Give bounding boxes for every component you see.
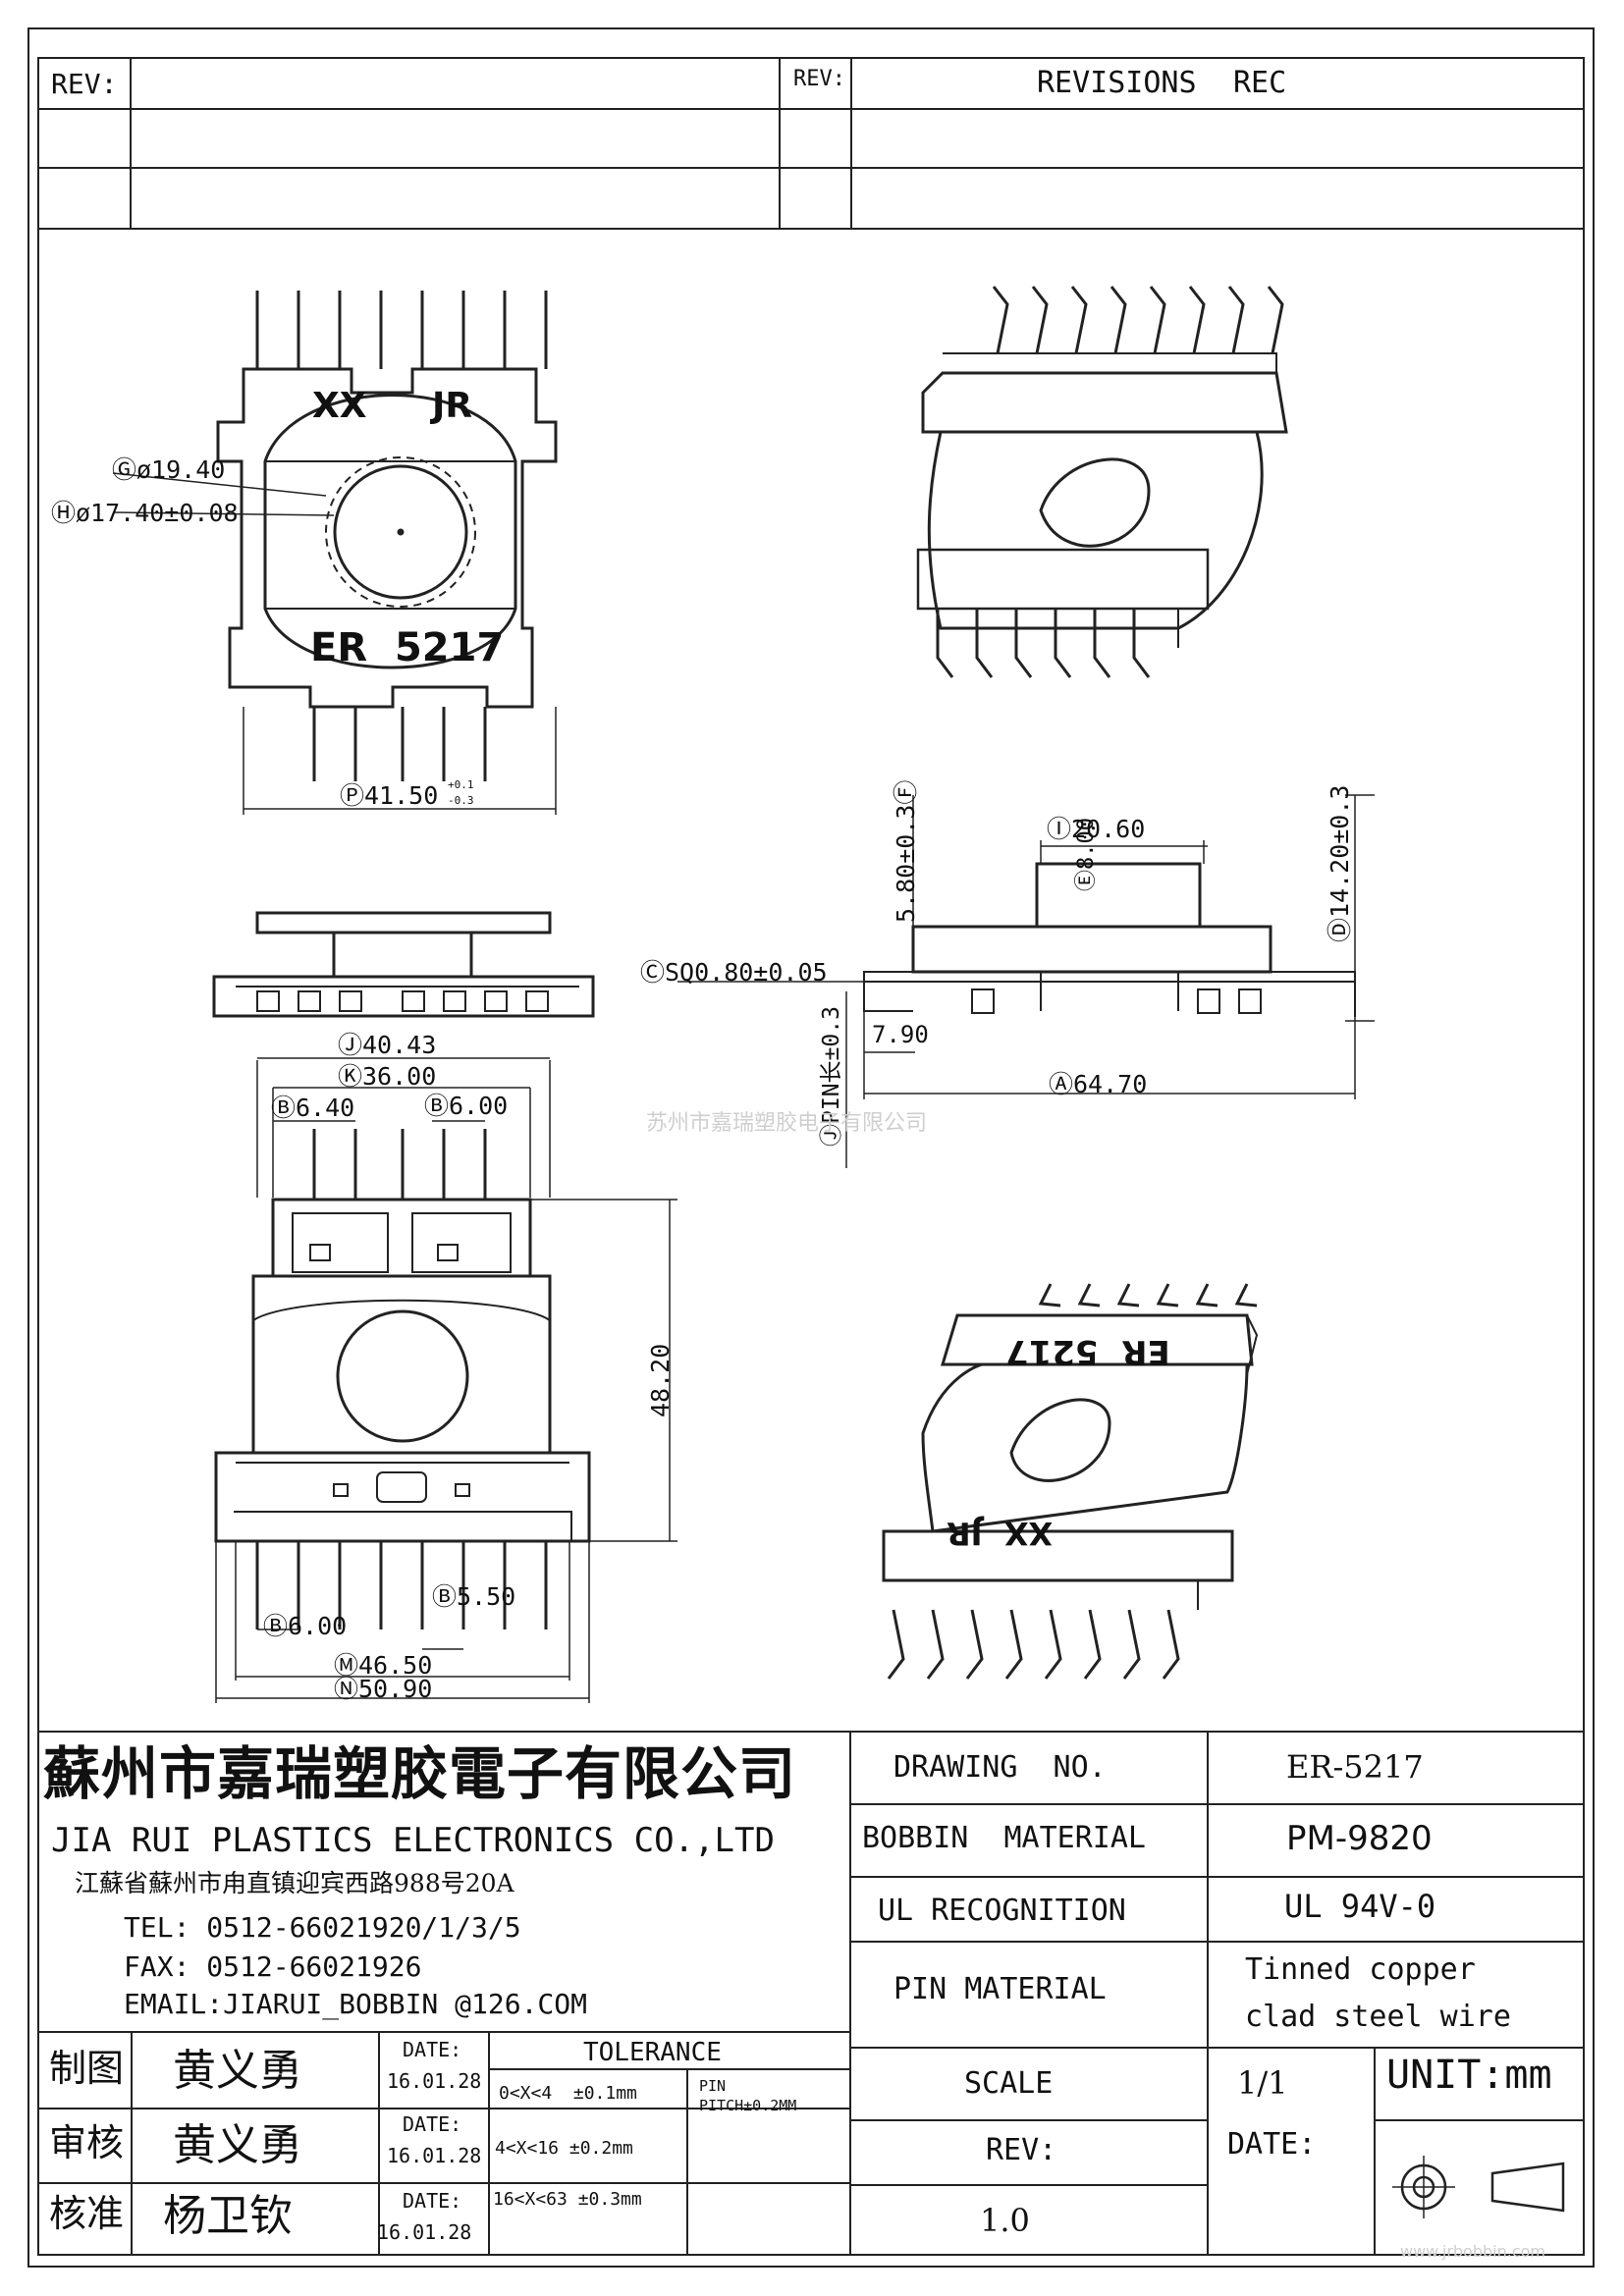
pitch-label: PITCH±0.2MM [699, 2097, 797, 2114]
company-email: EMAIL:JIARUI_BOBBIN @126.COM [124, 1988, 588, 2020]
rev-label: REV: [986, 2133, 1057, 2167]
signoff-date-1: 16.01.28 [387, 2069, 482, 2093]
iso-view-bottom [882, 1283, 1259, 1680]
bobbin-material-label: BOBBIN MATERIAL [862, 1821, 1146, 1855]
label-xx: XX [312, 386, 367, 426]
dim-j: Ⓙ40.43 [338, 1031, 437, 1059]
signoff-date-label-1: DATE: [403, 2038, 462, 2061]
drawing-inner-frame [37, 57, 1585, 2256]
company-tel: TEL: 0512-66021920/1/3/5 [124, 1911, 521, 1944]
title-block-grid [37, 1731, 1585, 2256]
watermark-small: 苏州市嘉瑞塑胶电子有限公司 [646, 1111, 928, 1136]
dim-p-tol-minus: -0.3 [448, 794, 474, 807]
watermark-url: www.jrbobbin.com [1400, 2242, 1545, 2261]
iso-view-top [916, 286, 1288, 678]
projection-symbol [1392, 2156, 1565, 2218]
company-name-cn: 蘇州市嘉瑞塑胶電子有限公司 [43, 1740, 797, 1807]
scale-value: 1/1 [1237, 2064, 1288, 2102]
signoff-date-3: 16.01.28 [377, 2220, 472, 2244]
dim-b2: Ⓑ6.00 [424, 1092, 509, 1120]
company-fax: FAX: 0512-66021926 [124, 1950, 422, 1983]
revisions-label: REVISIONS [1037, 66, 1197, 100]
tolerance-row-1: 0<X<4 ±0.1mm [499, 2083, 637, 2104]
bottom-view [214, 1057, 677, 1703]
signoff-name-1: 黄义勇 [173, 2046, 302, 2096]
date-label: DATE: [1227, 2127, 1317, 2162]
side-view-top [212, 911, 595, 1018]
dim-i: Ⓘ20.60 [1047, 815, 1146, 843]
front-view [112, 291, 558, 815]
pin-material-label: PIN MATERIAL [893, 1972, 1107, 2006]
signoff-date-label-2: DATE: [403, 2112, 462, 2136]
rec-label: REC [1233, 66, 1287, 100]
side-profile [677, 794, 1375, 1168]
dim-b4: Ⓑ5.50 [432, 1582, 516, 1611]
scale-label: SCALE [964, 2066, 1054, 2101]
rev-label-right: REV: [793, 67, 845, 91]
dim-g: Ⓖø19.40 [112, 455, 226, 484]
rev-value: 1.0 [980, 2202, 1030, 2239]
signoff-role-2: 审核 [49, 2121, 125, 2164]
dim-a: Ⓐ64.70 [1049, 1070, 1148, 1098]
drawing-outer-frame [27, 27, 1595, 2268]
tolerance-row-2: 4<X<16 ±0.2mm [495, 2138, 633, 2159]
dim-48-20: 48.20 [646, 1343, 675, 1417]
signoff-date-2: 16.01.28 [387, 2144, 482, 2167]
dim-p-tol-plus: +0.1 [448, 778, 474, 791]
label-er5217: ER 5217 [310, 625, 505, 670]
dim-n: Ⓝ50.90 [334, 1675, 433, 1703]
dim-c-sq: ⒸSQ0.80±0.05 [640, 958, 828, 987]
label-jr: JR [432, 386, 473, 426]
drawing-no-value: ER-5217 [1286, 1748, 1424, 1786]
pin-label: PIN [699, 2077, 727, 2095]
ul-recognition-label: UL RECOGNITION [878, 1894, 1126, 1928]
dim-h: Ⓗø17.40±0.08 [51, 499, 239, 527]
tolerance-label: TOLERANCE [583, 2038, 722, 2067]
drawing-no-label: DRAWING NO. [893, 1750, 1107, 1785]
dim-7-90: 7.90 [872, 1021, 929, 1048]
dim-e: Ⓔ8.00 [1074, 818, 1099, 891]
signoff-name-2: 黄义勇 [173, 2120, 302, 2170]
pin-material-value-2: clad steel wire [1245, 2000, 1511, 2034]
dim-f: 5.80±0.3Ⓕ [892, 779, 920, 923]
dim-b1: Ⓑ6.40 [271, 1094, 355, 1122]
dim-p: Ⓟ41.50 [340, 781, 439, 810]
ul-recognition-value: UL 94V-0 [1284, 1888, 1436, 1925]
signoff-role-3: 核准 [49, 2192, 125, 2235]
label-er5217-flipped: ER 5217 [1005, 1332, 1170, 1371]
dim-d: Ⓓ14.20±0.3 [1326, 784, 1354, 942]
signoff-name-3: 杨卫钦 [163, 2191, 293, 2241]
signoff-role-1: 制图 [49, 2047, 125, 2090]
dim-b3: Ⓑ6.00 [263, 1612, 348, 1640]
unit-label: UNIT:mm [1386, 2053, 1552, 2098]
signoff-date-label-3: DATE: [403, 2189, 462, 2213]
dim-k: Ⓚ36.00 [338, 1062, 437, 1091]
label-xx-jr-flipped: XX JR [947, 1515, 1054, 1552]
rev-label-left: REV: [51, 68, 118, 100]
pin-material-value-1: Tinned copper [1245, 1952, 1476, 1987]
tolerance-row-3: 16<X<63 ±0.3mm [493, 2189, 642, 2210]
bobbin-material-value: PM-9820 [1286, 1819, 1433, 1858]
dim-m: Ⓜ46.50 [334, 1651, 433, 1680]
company-address: 江蘇省蘇州市甪直镇迎宾西路988号20A [75, 1869, 514, 1897]
company-name-en: JIA RUI PLASTICS ELECTRONICS CO.,LTD [51, 1821, 775, 1860]
